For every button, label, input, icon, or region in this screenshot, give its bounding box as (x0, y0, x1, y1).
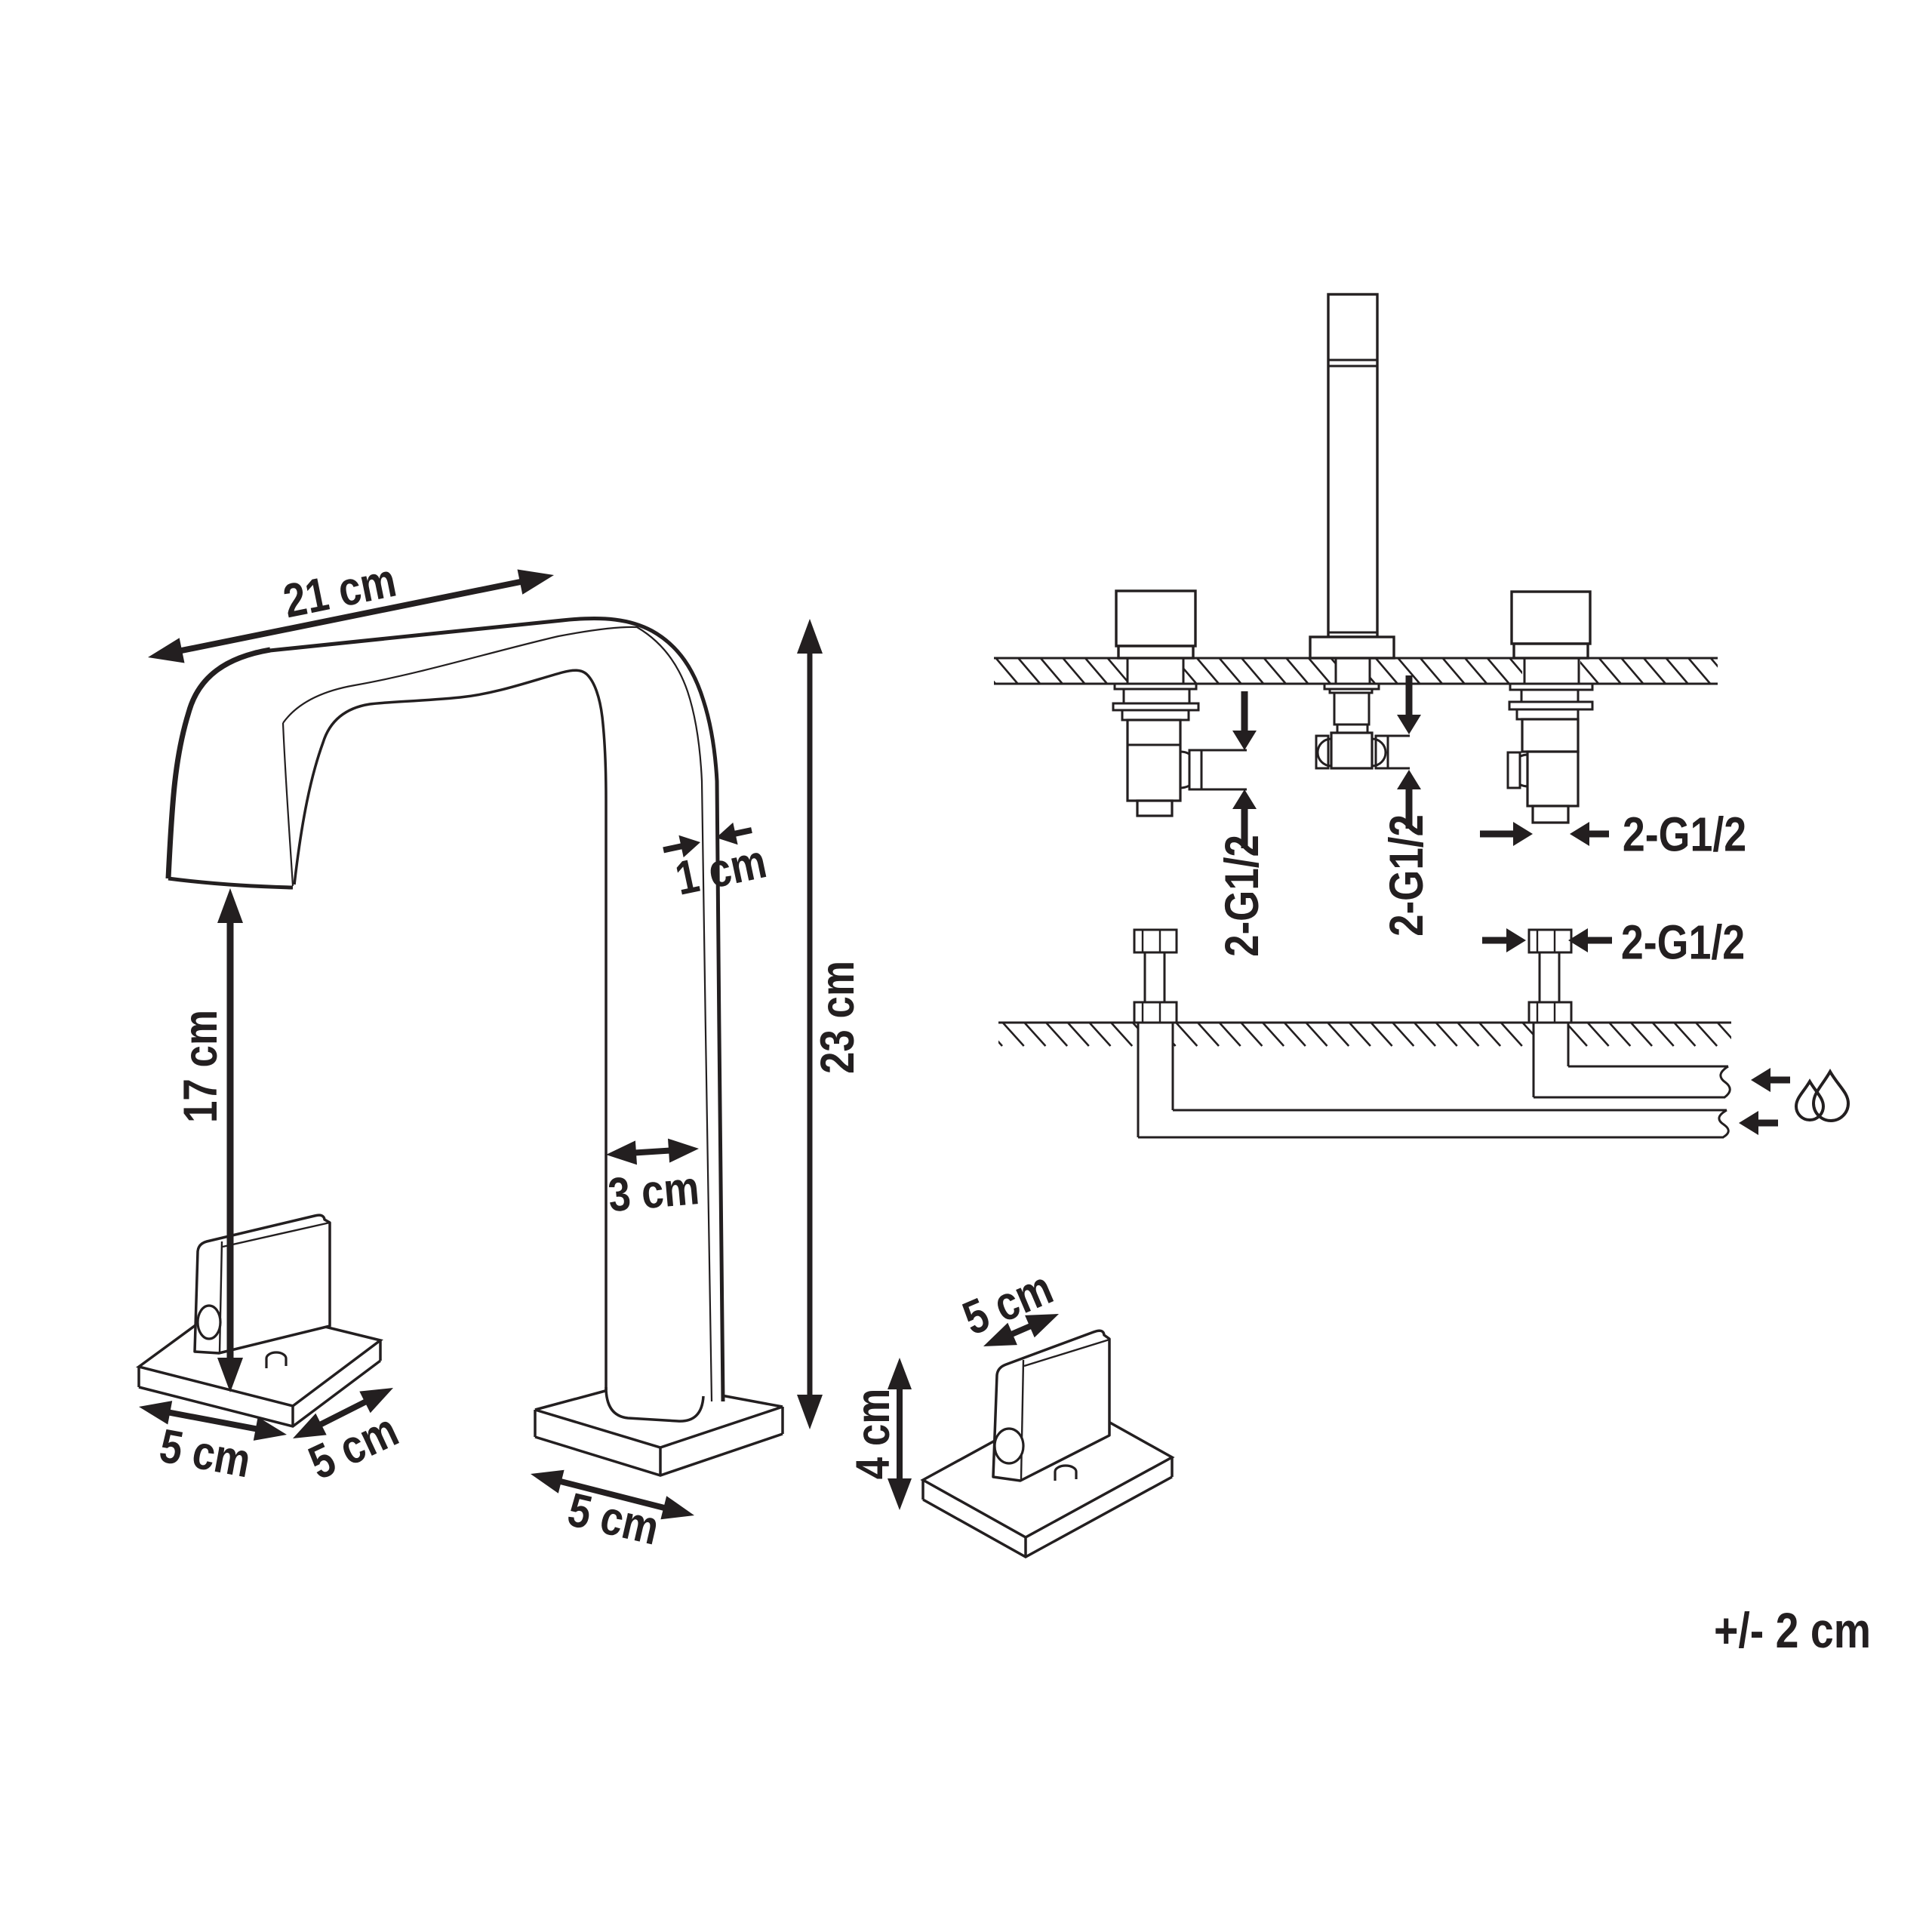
svg-text:17 cm: 17 cm (174, 1010, 227, 1123)
svg-text:2-G1/2: 2-G1/2 (1623, 807, 1746, 862)
svg-text:2-G1/2: 2-G1/2 (1621, 915, 1745, 970)
svg-text:+/- 2 cm: +/- 2 cm (1714, 1603, 1871, 1659)
svg-text:23 cm: 23 cm (811, 961, 864, 1074)
svg-text:4 cm: 4 cm (847, 1389, 900, 1480)
svg-text:3 cm: 3 cm (606, 1161, 701, 1223)
svg-text:2-G1/2: 2-G1/2 (1216, 835, 1269, 957)
svg-text:2-G1/2: 2-G1/2 (1380, 814, 1433, 937)
